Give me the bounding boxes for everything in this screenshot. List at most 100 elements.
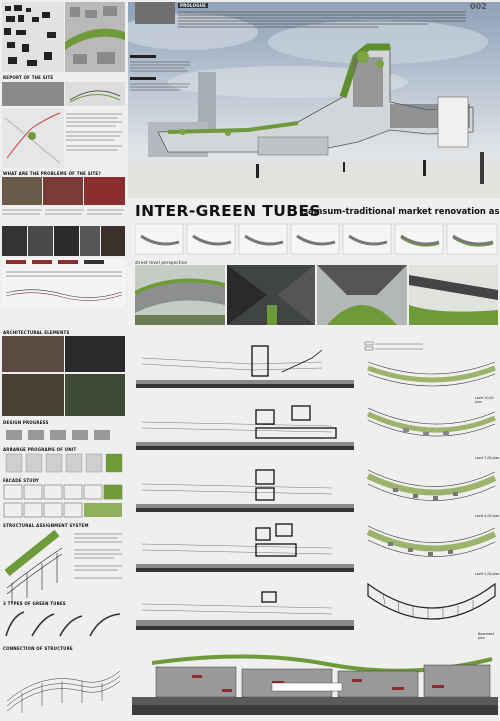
board-title: INTER-GREEN TUBES [135,202,321,220]
element-photo-1 [2,226,27,256]
plan-level-1-drawing [366,525,497,557]
element-diagram [2,258,125,308]
plan-level-7-drawing [366,407,496,437]
arch-photo-1 [2,336,64,372]
plan-basement [363,576,498,636]
site-map-drawing [4,5,56,66]
plan-level-7 [363,404,498,460]
site-info-text [130,55,192,145]
section-2 [132,400,358,458]
arch-photo-2 [65,336,125,372]
plan-level-1 [363,520,498,576]
element-photo-5 [101,226,125,256]
section-5-drawing [136,591,354,630]
site-diagram-1-drawing [69,90,121,103]
section-3-drawing [136,469,354,512]
tube-form-sequence [134,222,498,256]
design-progress-drawing [6,430,110,440]
structural-axon-drawing [4,529,63,603]
prologue-text [178,10,466,30]
arch-photo-4 [65,374,125,416]
section-5 [132,582,358,640]
plan-level-4 [363,462,498,518]
perspective-2 [227,265,315,325]
plan-label-5: Basement plan [478,632,495,640]
hero-scene [128,14,500,198]
problem-photo-3 [84,177,125,205]
plan-label-1: Level 10,00 plan [475,396,494,404]
section-4 [132,522,358,580]
element-photo-2 [28,226,53,256]
structural-text [74,530,124,600]
prologue-label: PROLOGUE [178,3,209,8]
element-diagram-drawing [5,260,123,301]
site-info-lines [130,55,190,91]
program-heading: ARRANGE PROGRAMS OF UNIT [3,447,77,452]
long-section [132,645,498,717]
site-analysis-text-lines [66,113,122,151]
architectural-heading: ARCHITECTURAL ELEMENTS [3,330,70,335]
element-photo-3 [54,226,79,256]
plan-label-2: Level 7,00 plan [475,456,500,460]
program-drawing [5,453,123,473]
problems-heading: WHAT ARE THE PROBLEMS OF THE SITE? [3,171,101,176]
site-diagram-1 [65,82,125,106]
site-aerial-drawing [65,2,125,72]
perspective-4 [409,265,498,325]
site-analysis-text [66,110,124,168]
board-subtitle: samsum-traditional market renovation as … [303,206,500,216]
connection-drawing [2,651,125,717]
section-1 [132,338,358,396]
connection-heading: CONNECTION OF STRUCTURE [3,646,73,651]
site-photo-1 [2,82,64,106]
perspective-3 [317,265,407,325]
prologue-text-lines [178,11,466,28]
perspective-3-drawing [317,265,407,325]
section-3 [132,462,358,520]
design-progress-diagram [2,426,125,444]
structural-heading: STRUCTURAL ASSIGNMENT SYSTEM [3,523,89,528]
problems-text-lines [2,209,124,215]
facade-drawing [3,484,123,518]
perspective-1 [135,265,225,325]
hero-rendering [128,2,500,198]
prologue-photo [135,2,175,24]
perspective-label: street level perspective [135,260,187,265]
plan-level-10-drawing [364,341,496,387]
long-section-drawing [132,654,498,715]
connection-axon [6,670,121,713]
board-number: 002 [470,2,487,11]
section-2-drawing [136,405,354,450]
plan-label-3: Level 4,00 plan [475,514,500,518]
perspective-4-drawing [409,265,498,325]
perspective-1-drawing [135,265,225,325]
structural-text-lines [74,533,122,579]
tube-form-thumbs [134,223,498,255]
plan-basement-drawing [367,582,496,620]
facade-diagram [2,483,125,521]
site-analysis-drawing [4,112,61,164]
site-report-heading: REPORT OF THE SITE [3,75,54,80]
problem-photo-2 [43,177,83,205]
site-aerial [65,2,125,72]
plan-level-10 [363,340,498,400]
tube-types-heading: 3 TYPES OF GREEN TUBES [3,601,66,606]
section-4-drawing [136,523,354,572]
tube-types-drawing [5,611,121,637]
tube-types-diagram [2,606,125,644]
design-progress-heading: DESIGN PROGRESS [3,420,49,425]
perspective-2-drawing [227,265,315,325]
problems-text [2,207,125,223]
program-diagram [2,452,125,476]
problem-photo-1 [2,177,42,205]
plan-label-4: Level 1,00 plan [475,572,500,576]
section-1-drawing [136,345,354,388]
element-photo-4 [80,226,100,256]
plan-level-4-drawing [366,469,497,501]
site-map [2,2,64,72]
facade-heading: FACADE STUDY [3,478,40,483]
site-analysis-map [2,108,64,168]
arch-photo-3 [2,374,64,416]
structural-axon [2,528,72,608]
